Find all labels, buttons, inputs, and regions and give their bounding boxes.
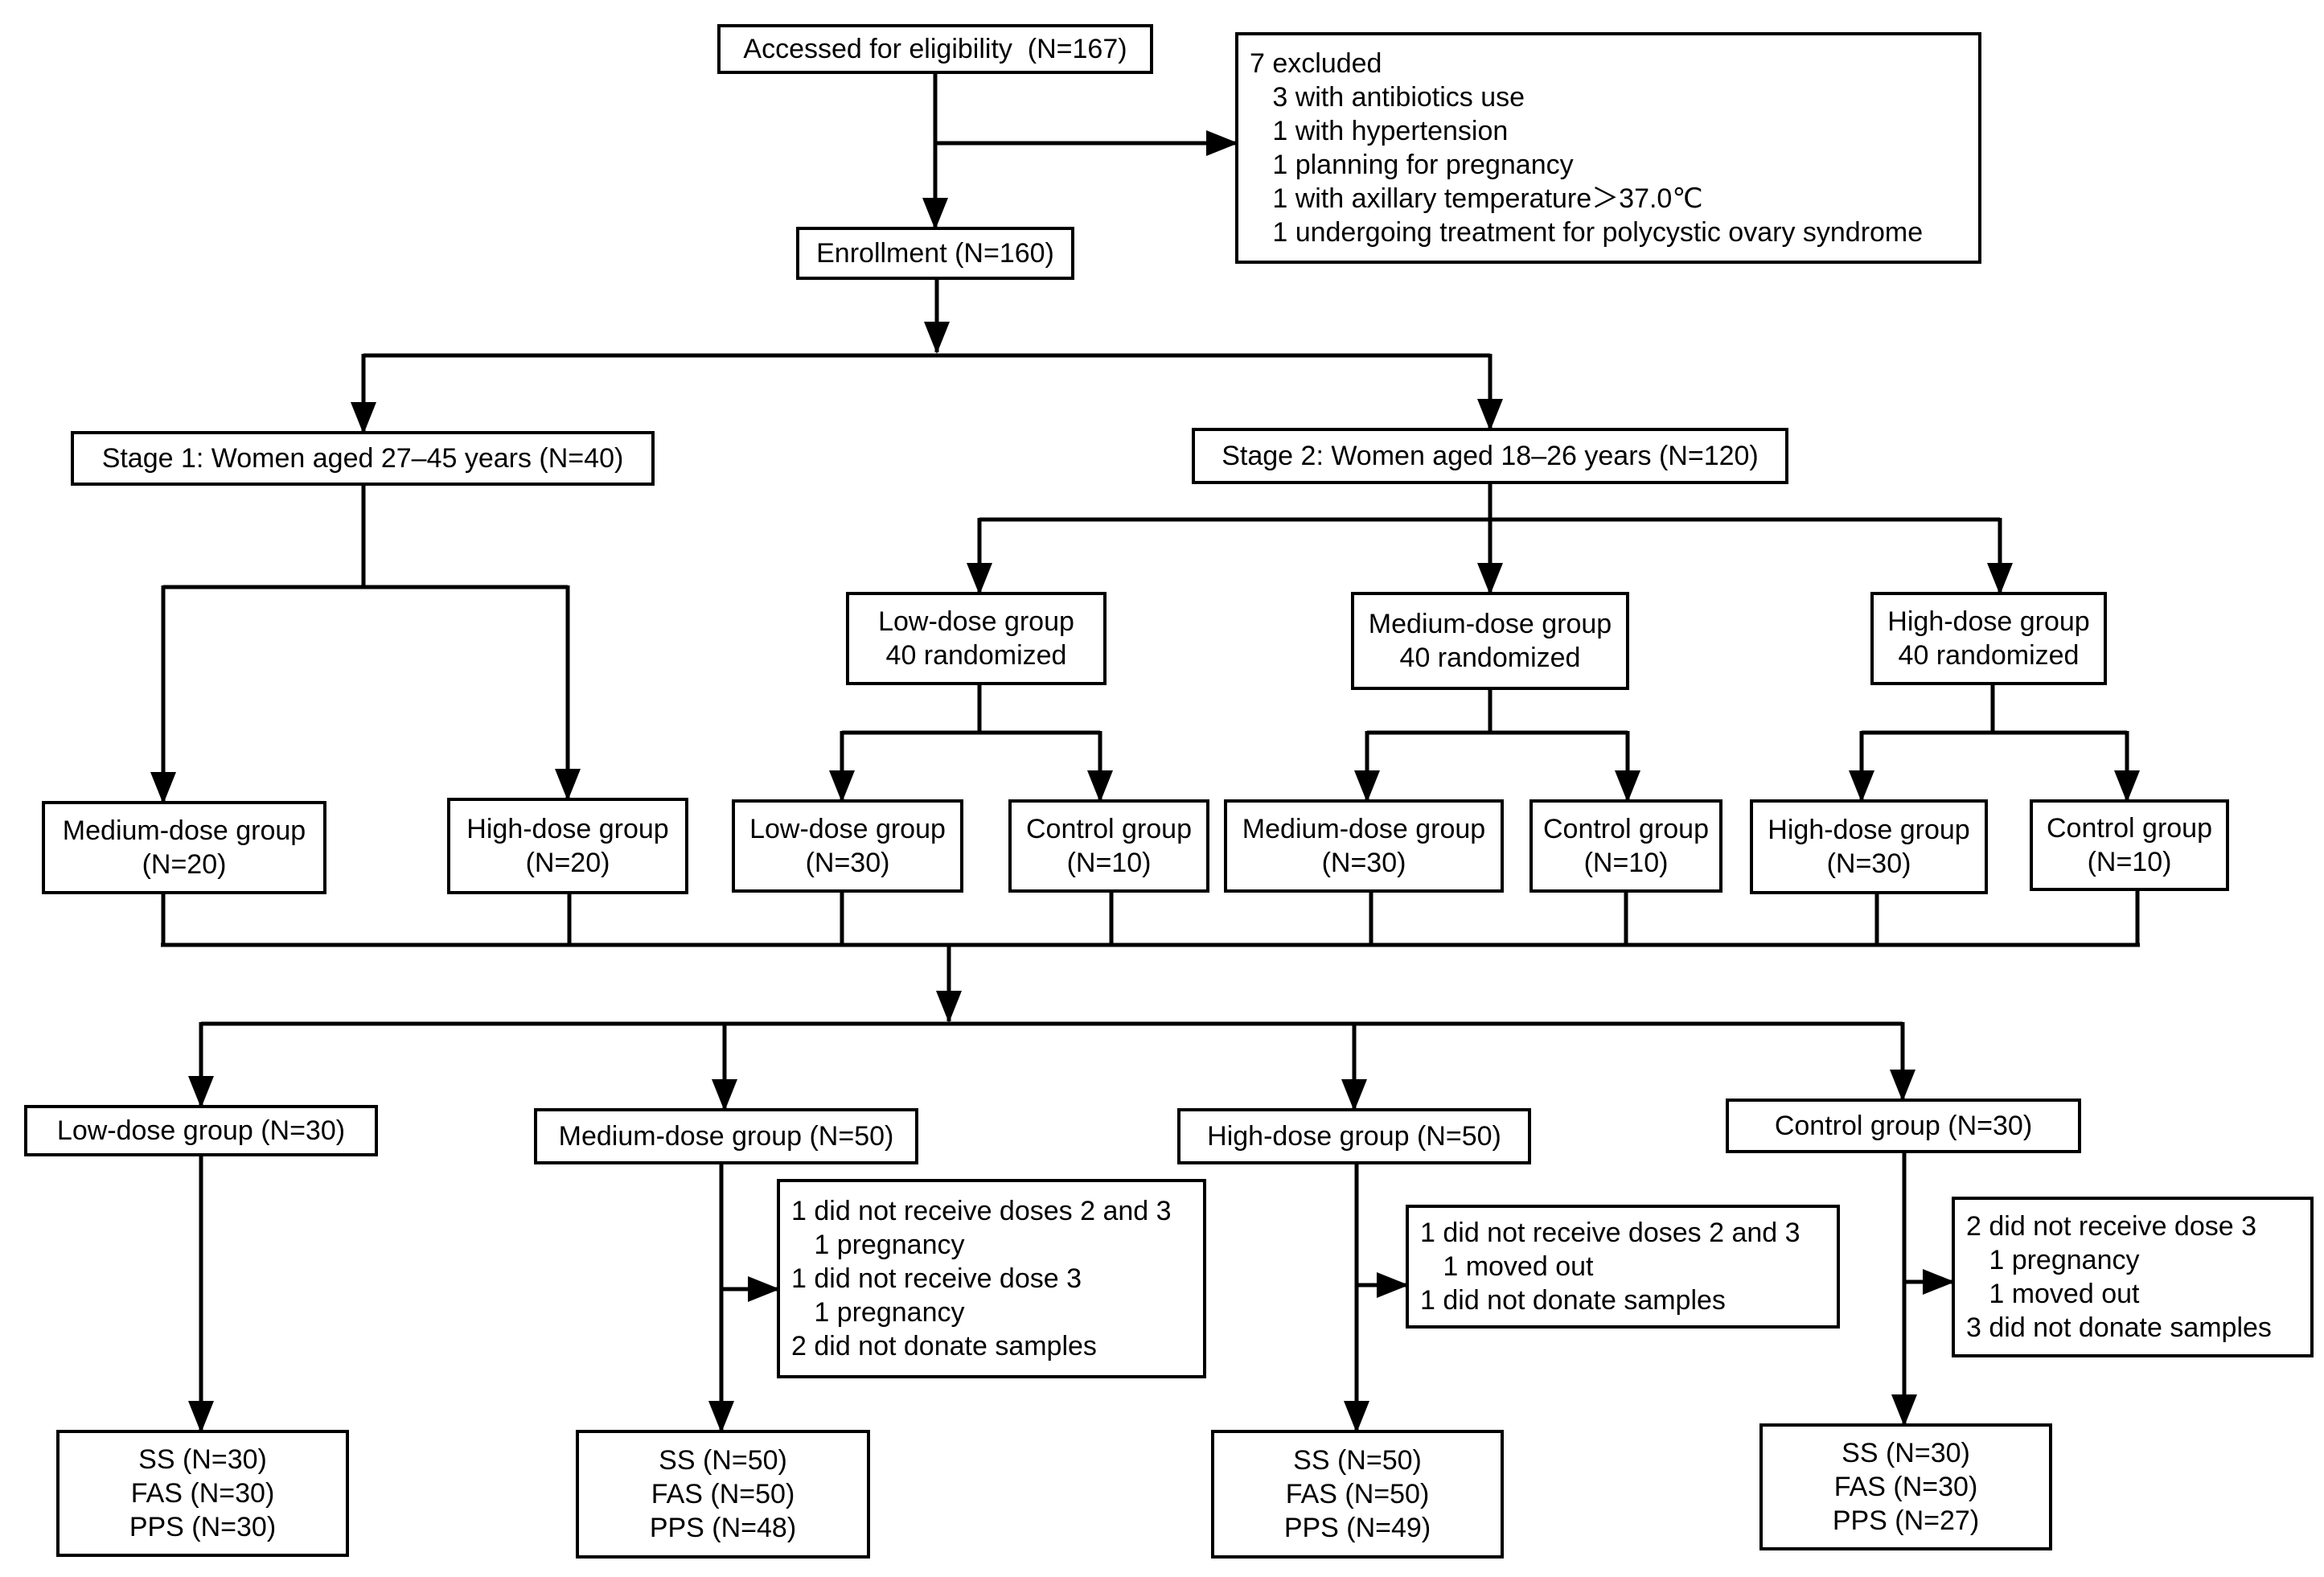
pooled-label: Medium-dose group (N=50) [558,1121,894,1152]
low-dose-subgroup-box: Low-dose group (N=30) [732,799,963,893]
exclusion-line: 1 pregnancy [1966,1245,2140,1275]
eligibility-box: Accessed for eligibility (N=167) [717,24,1153,74]
group-label: High-dose group [1887,606,2090,637]
enrollment-text: Enrollment (N=160) [816,238,1054,269]
pooled-low-box: Low-dose group (N=30) [24,1105,378,1156]
excluded-line: 1 with hypertension [1250,116,1509,146]
stage2-text: Stage 2: Women aged 18–26 years (N=120) [1222,441,1759,471]
analysis-medium-box: SS (N=50) FAS (N=50) PPS (N=48) [576,1430,870,1559]
analysis-fas: FAS (N=30) [130,1478,275,1509]
excluded-line: 3 with antibiotics use [1250,82,1525,113]
pooled-high-box: High-dose group (N=50) [1177,1108,1531,1164]
high-control-subgroup-box: Control group (N=10) [2030,799,2229,891]
excluded-line: 7 excluded [1250,48,1382,79]
pooled-label: High-dose group (N=50) [1207,1121,1501,1152]
high-dose-subgroup-box: High-dose group (N=30) [1750,799,1988,894]
exclusion-line: 1 did not receive doses 2 and 3 [791,1196,1172,1226]
analysis-ss: SS (N=50) [659,1445,787,1476]
analysis-pps: PPS (N=30) [129,1512,277,1542]
enrollment-box: Enrollment (N=160) [796,227,1074,280]
group-count: (N=30) [1826,848,1911,879]
exclusion-line: 1 moved out [1420,1251,1594,1282]
analysis-fas: FAS (N=30) [1833,1472,1978,1502]
stage1-text: Stage 1: Women aged 27–45 years (N=40) [101,443,624,474]
high-exclusion-box: 1 did not receive doses 2 and 3 1 moved … [1406,1205,1840,1329]
group-label: Control group [2046,813,2212,844]
exclusion-line: 1 did not donate samples [1420,1285,1726,1316]
randomized-low-box: Low-dose group 40 randomized [846,592,1107,685]
analysis-ss: SS (N=30) [1842,1438,1970,1468]
medium-dose-subgroup-box: Medium-dose group (N=30) [1224,799,1504,893]
excluded-line: 1 with axillary temperature＞37.0℃ [1250,183,1703,214]
pooled-label: Low-dose group (N=30) [56,1115,346,1146]
analysis-pps: PPS (N=49) [1283,1513,1431,1543]
group-label: Control group [1025,814,1192,844]
group-count: (N=10) [1583,848,1669,878]
group-label: Control group [1542,814,1709,844]
excluded-line: 1 undergoing treatment for polycystic ov… [1250,217,1924,248]
low-control-subgroup-box: Control group (N=10) [1008,799,1209,893]
exclusion-line: 2 did not receive dose 3 [1966,1211,2257,1242]
exclusion-line: 3 did not donate samples [1966,1312,2272,1343]
randomized-count: 40 randomized [1898,640,2080,671]
analysis-low-box: SS (N=30) FAS (N=30) PPS (N=30) [56,1430,349,1557]
randomized-high-box: High-dose group 40 randomized [1870,592,2107,685]
randomized-count: 40 randomized [1399,643,1581,673]
pooled-control-box: Control group (N=30) [1726,1099,2081,1153]
analysis-pps: PPS (N=48) [649,1513,797,1543]
control-exclusion-box: 2 did not receive dose 3 1 pregnancy 1 m… [1952,1197,2314,1357]
medium-exclusion-box: 1 did not receive doses 2 and 3 1 pregna… [777,1179,1206,1378]
stage1-high-box: High-dose group (N=20) [447,798,688,894]
exclusion-line: 2 did not donate samples [791,1331,1097,1361]
excluded-line: 1 planning for pregnancy [1250,150,1574,180]
analysis-pps: PPS (N=27) [1832,1505,1980,1536]
group-label: Low-dose group [749,814,946,844]
analysis-high-box: SS (N=50) FAS (N=50) PPS (N=49) [1211,1430,1504,1559]
group-label: Medium-dose group [1242,814,1486,844]
group-count: (N=10) [2087,847,2172,877]
group-count: (N=20) [142,849,227,880]
stage2-box: Stage 2: Women aged 18–26 years (N=120) [1192,428,1788,484]
analysis-fas: FAS (N=50) [1285,1479,1430,1509]
analysis-fas: FAS (N=50) [651,1479,795,1509]
randomized-count: 40 randomized [885,640,1067,671]
group-label: Low-dose group [878,606,1074,637]
group-label: High-dose group [1768,815,1970,845]
pooled-label: Control group (N=30) [1774,1111,2033,1141]
group-label: High-dose group [466,814,669,844]
exclusion-line: 1 did not receive doses 2 and 3 [1420,1218,1800,1248]
randomized-medium-box: Medium-dose group 40 randomized [1351,592,1629,690]
excluded-box: 7 excluded 3 with antibiotics use 1 with… [1235,32,1981,264]
stage1-box: Stage 1: Women aged 27–45 years (N=40) [71,431,655,486]
group-count: (N=30) [1321,848,1406,878]
exclusion-line: 1 pregnancy [791,1230,965,1260]
group-count: (N=30) [805,848,890,878]
exclusion-line: 1 moved out [1966,1279,2140,1309]
exclusion-line: 1 did not receive dose 3 [791,1263,1082,1294]
group-count: (N=10) [1066,848,1152,878]
stage1-medium-box: Medium-dose group (N=20) [42,801,326,894]
group-label: Medium-dose group [62,815,306,846]
group-count: (N=20) [525,848,610,878]
pooled-medium-box: Medium-dose group (N=50) [534,1108,918,1164]
analysis-ss: SS (N=50) [1293,1445,1422,1476]
exclusion-line: 1 pregnancy [791,1297,965,1328]
medium-control-subgroup-box: Control group (N=10) [1529,799,1722,893]
analysis-ss: SS (N=30) [138,1444,267,1475]
analysis-control-box: SS (N=30) FAS (N=30) PPS (N=27) [1759,1423,2052,1550]
group-label: Medium-dose group [1368,609,1612,639]
eligibility-text: Accessed for eligibility (N=167) [743,34,1127,64]
